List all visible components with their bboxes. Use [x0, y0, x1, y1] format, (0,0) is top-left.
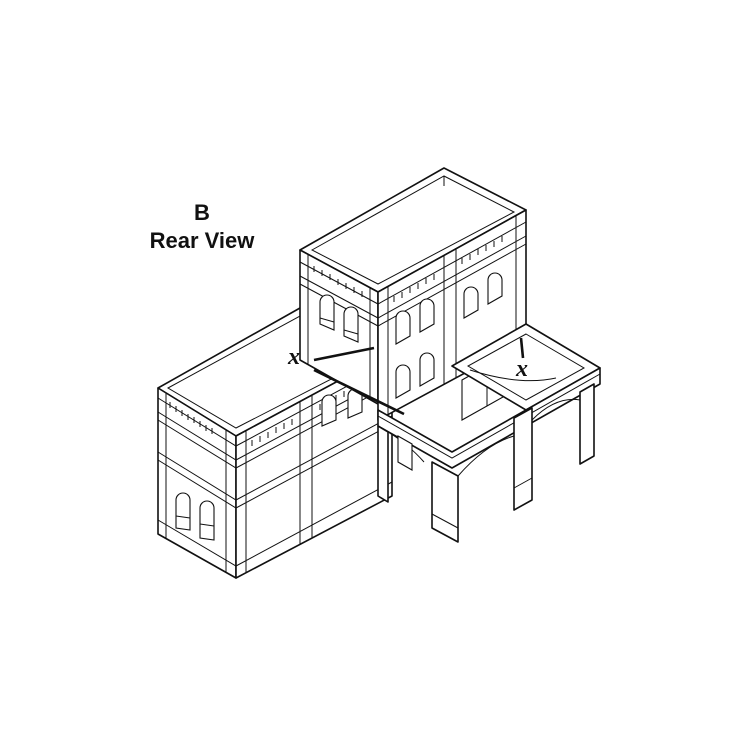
- view-title: Rear View: [149, 228, 255, 253]
- left-wing: [157, 307, 393, 579]
- leader-lines: [313, 337, 525, 416]
- view-letter: B: [194, 200, 210, 225]
- callout-x-right: x: [516, 356, 528, 382]
- callout-x-left: x: [288, 344, 300, 370]
- arcade: [377, 323, 601, 543]
